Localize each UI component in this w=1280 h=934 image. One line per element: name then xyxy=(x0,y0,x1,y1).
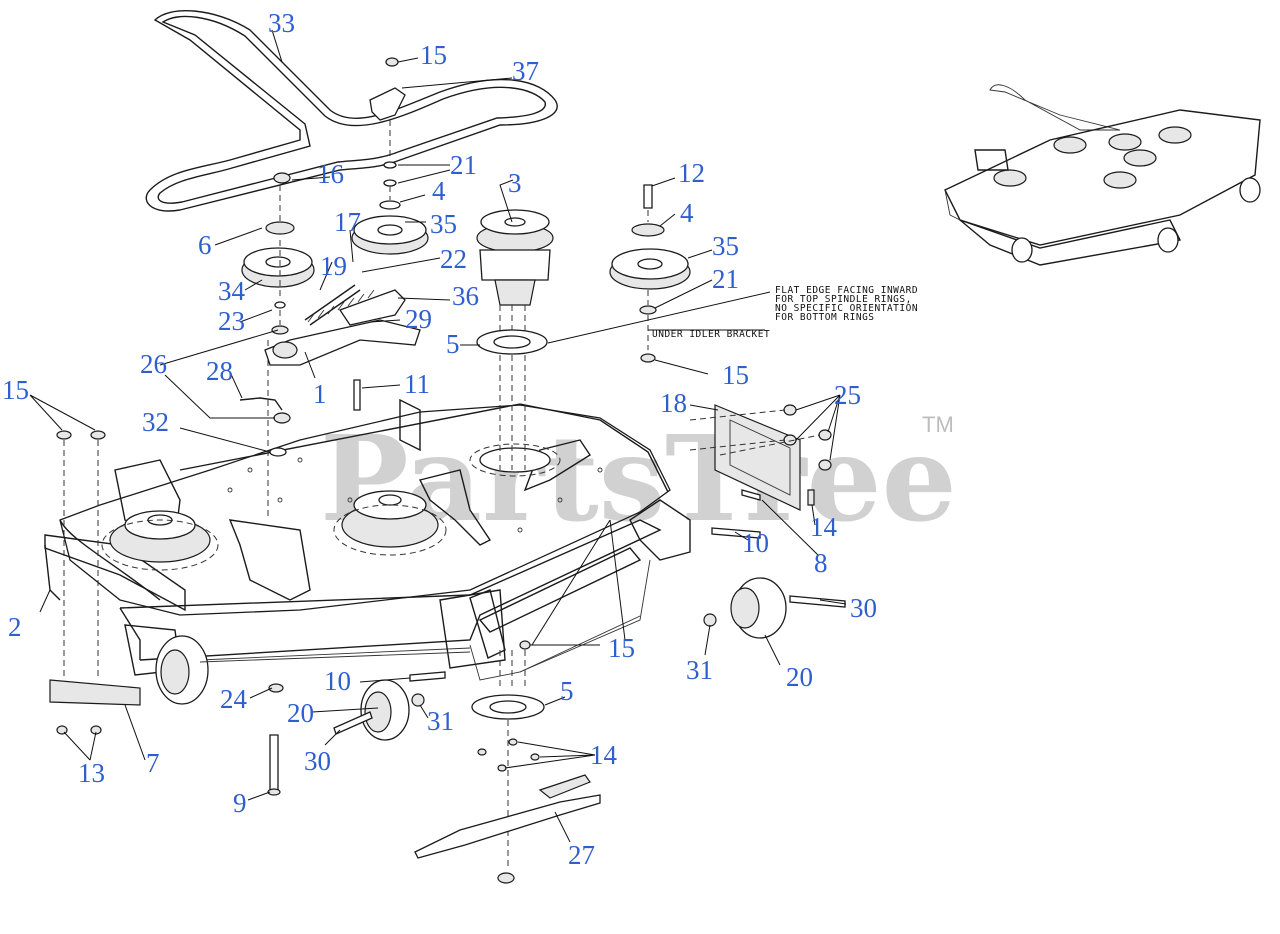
callout-33[interactable]: 33 xyxy=(268,8,295,38)
note-flat-edge-line2: FOR TOP SPINDLE RINGS, xyxy=(775,294,912,305)
wheel-20-right xyxy=(703,577,846,639)
spindle-3 xyxy=(476,209,554,470)
idler-pulley-35-top xyxy=(351,100,429,255)
callout-15-bottom[interactable]: 15 xyxy=(608,633,635,663)
callout-34[interactable]: 34 xyxy=(218,276,246,306)
callout-23[interactable]: 23 xyxy=(218,306,245,336)
callout-29[interactable]: 29 xyxy=(405,304,432,334)
callout-26[interactable]: 26 xyxy=(140,349,167,379)
callout-30-right[interactable]: 30 xyxy=(850,593,877,623)
callout-19[interactable]: 19 xyxy=(320,251,347,281)
idler-arm-1 xyxy=(264,289,421,366)
spindle-ring-5-bottom xyxy=(471,640,545,870)
callout-9[interactable]: 9 xyxy=(233,788,247,818)
note-flat-edge-line1: FLAT EDGE FACING INWARD xyxy=(775,285,918,296)
bolt-11 xyxy=(353,379,361,411)
blade-27 xyxy=(414,774,601,884)
deck-pulley-center xyxy=(333,490,447,556)
callout-32[interactable]: 32 xyxy=(142,407,169,437)
callout-31-right[interactable]: 31 xyxy=(686,655,713,685)
wheel-20-center xyxy=(268,671,446,741)
callout-10-right[interactable]: 10 xyxy=(742,528,769,558)
callout-37[interactable]: 37 xyxy=(512,56,539,86)
spring-19 xyxy=(304,284,375,326)
bracket-37 xyxy=(369,57,406,121)
note-flat-edge-line3: NO SPECIFIC ORIENTATION xyxy=(775,303,918,314)
idler-pulley-35-right xyxy=(609,184,691,363)
note-under-idler-bracket: UNDER IDLER BRACKET xyxy=(652,329,770,340)
deck-pulley-left xyxy=(101,510,219,571)
note-flat-edge-line4: FOR BOTTOM RINGS xyxy=(775,312,875,323)
assembly-notes: FLAT EDGE FACING INWARD FOR TOP SPINDLE … xyxy=(652,285,918,340)
callout-24[interactable]: 24 xyxy=(220,684,248,714)
callout-5-top[interactable]: 5 xyxy=(446,329,460,359)
callout-16[interactable]: 16 xyxy=(317,159,344,189)
callout-13[interactable]: 13 xyxy=(78,758,105,788)
callout-14-bottom[interactable]: 14 xyxy=(590,740,618,770)
cable-28 xyxy=(239,397,291,457)
callout-20-right[interactable]: 20 xyxy=(786,662,813,692)
callout-3[interactable]: 3 xyxy=(508,168,522,198)
callout-25[interactable]: 25 xyxy=(834,380,861,410)
callout-28[interactable]: 28 xyxy=(206,356,233,386)
callout-21-right[interactable]: 21 xyxy=(712,264,739,294)
callout-5-bottom[interactable]: 5 xyxy=(560,676,574,706)
callout-27[interactable]: 27 xyxy=(568,840,595,870)
callout-15-top[interactable]: 15 xyxy=(420,40,447,70)
deck-shell xyxy=(44,398,691,681)
bolt-9 xyxy=(267,734,281,796)
callout-20-left[interactable]: 20 xyxy=(287,698,314,728)
callout-15-right[interactable]: 15 xyxy=(722,360,749,390)
idler-pulley-34 xyxy=(241,173,315,520)
callout-31-left[interactable]: 31 xyxy=(427,706,454,736)
callout-36[interactable]: 36 xyxy=(452,281,479,311)
callout-30-left[interactable]: 30 xyxy=(304,746,331,776)
callout-35-left[interactable]: 35 xyxy=(430,209,457,239)
callout-14-right[interactable]: 14 xyxy=(810,512,838,542)
callout-17[interactable]: 17 xyxy=(334,207,361,237)
leader-lines xyxy=(29,29,847,843)
deck-spindle-hole xyxy=(469,443,561,477)
plate-18 xyxy=(714,404,801,511)
plate-7 xyxy=(49,679,141,735)
callout-15-left[interactable]: 15 xyxy=(2,375,29,405)
callout-7[interactable]: 7 xyxy=(146,748,160,778)
bolts-25 xyxy=(689,404,832,471)
callout-10-left[interactable]: 10 xyxy=(324,666,351,696)
deck-holes xyxy=(227,457,603,533)
drive-belt xyxy=(145,10,558,212)
callout-22[interactable]: 22 xyxy=(440,244,467,274)
callout-4-left[interactable]: 4 xyxy=(432,176,446,206)
callout-numbers: 33 15 37 16 21 3 4 35 17 6 19 22 34 36 2… xyxy=(2,8,877,870)
callout-2[interactable]: 2 xyxy=(8,612,22,642)
spindle-ring-5-top xyxy=(476,329,548,355)
watermark-trademark: TM xyxy=(922,412,954,437)
callout-6[interactable]: 6 xyxy=(198,230,212,260)
callout-11[interactable]: 11 xyxy=(404,369,430,399)
callout-12[interactable]: 12 xyxy=(678,158,705,188)
nut-16 xyxy=(273,172,291,184)
assembly-thumbnail xyxy=(944,84,1261,266)
callout-18[interactable]: 18 xyxy=(660,388,687,418)
callout-35-right[interactable]: 35 xyxy=(712,231,739,261)
callout-1[interactable]: 1 xyxy=(313,379,327,409)
wheel-front-left xyxy=(155,635,471,705)
callout-8[interactable]: 8 xyxy=(814,548,828,578)
callout-21-top[interactable]: 21 xyxy=(450,150,477,180)
callout-4-right[interactable]: 4 xyxy=(680,198,694,228)
nuts-15-left xyxy=(56,430,106,680)
